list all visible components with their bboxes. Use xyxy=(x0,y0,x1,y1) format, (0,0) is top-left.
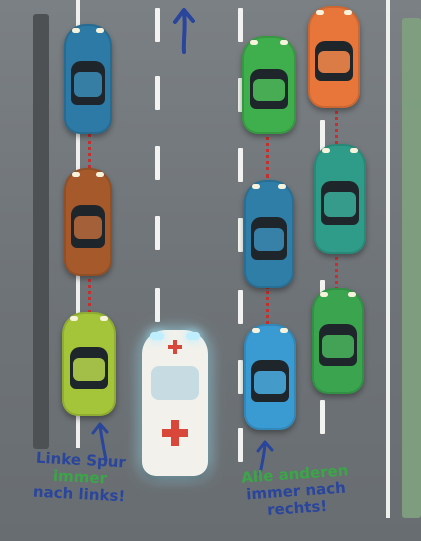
car-lime xyxy=(62,312,116,416)
middle-lane-chain xyxy=(266,130,269,178)
car-green xyxy=(242,36,296,134)
car-light-blue xyxy=(244,324,296,430)
ambulance xyxy=(142,330,208,476)
right-lanes-caption: Alle anderen immer nach rechts! xyxy=(214,460,377,521)
car-blue xyxy=(244,180,294,288)
arrow-up-icon xyxy=(170,6,198,56)
left-lane-caption: Linke Spur immer nach links! xyxy=(5,448,155,506)
car-blue xyxy=(64,24,112,134)
right-lane-edge-line xyxy=(386,0,390,518)
red-cross-icon xyxy=(162,420,188,446)
left-road-curb xyxy=(33,14,49,449)
red-cross-icon xyxy=(168,340,182,354)
right-grass-verge xyxy=(402,18,421,518)
car-brown xyxy=(64,168,112,276)
car-green xyxy=(312,288,364,394)
car-orange xyxy=(308,6,360,108)
car-teal xyxy=(314,144,366,254)
right-lane-chain xyxy=(335,250,338,290)
left-lane-chain xyxy=(88,272,91,314)
middle-lane-chain xyxy=(266,286,269,324)
